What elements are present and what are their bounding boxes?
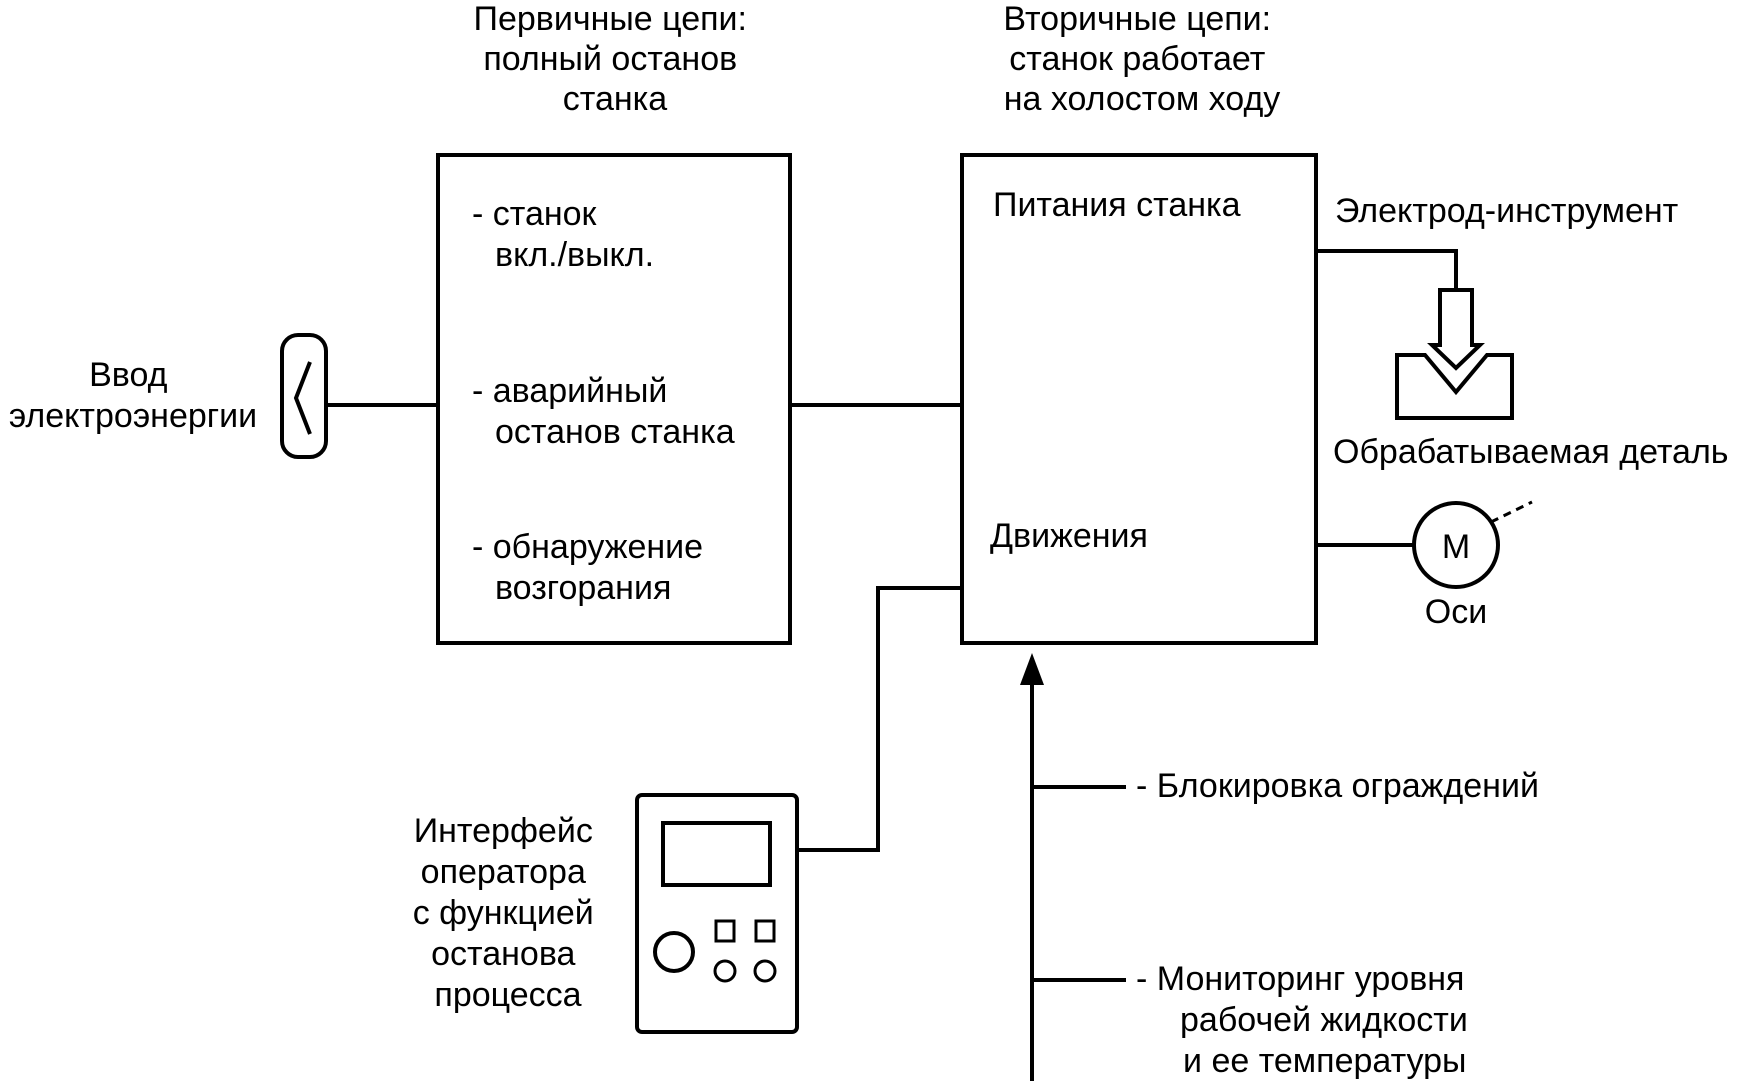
secondary-motion-label: Движения — [990, 517, 1148, 555]
primary-item-fire-detection: - обнаружение возгорания — [472, 528, 713, 607]
workpiece-icon — [1395, 353, 1514, 420]
operator-panel-button-icon — [714, 919, 736, 943]
operator-interface-label: Интерфейс оператора с функцией останова … — [413, 812, 604, 1014]
fluid-monitoring-label: - Мониторинг уровня рабочей жидкости и е… — [1136, 960, 1477, 1080]
power-input-label: Ввод электроэнергии — [9, 356, 257, 435]
operator-panel-lamp-icon — [713, 959, 737, 983]
secondary-circuits-box — [960, 153, 1318, 645]
motor-shaft-dashed-line — [1490, 500, 1533, 524]
operator-interface-line — [797, 586, 962, 852]
secondary-power-label: Питания станка — [993, 186, 1241, 224]
operator-panel-button-icon — [754, 919, 776, 943]
guard-interlock-label: - Блокировка ограждений — [1136, 767, 1539, 805]
primary-item-emergency-stop: - аварийный останов станка — [472, 372, 735, 451]
motor-icon — [1412, 501, 1500, 589]
motor-symbol: M — [1442, 528, 1470, 566]
electrode-feed-line — [1316, 249, 1458, 290]
operator-panel-lamp-icon — [753, 959, 777, 983]
operator-panel-icon — [635, 793, 799, 1034]
workpiece-label: Обрабатываемая деталь — [1333, 433, 1729, 471]
primary-circuits-header: Первичные цепи: полный останов станка — [474, 0, 757, 118]
axes-label: Оси — [1425, 593, 1487, 631]
operator-panel-knob-icon — [653, 931, 695, 973]
input-bus-arrow-icon — [1020, 653, 1044, 685]
electrode-label: Электрод-инструмент — [1335, 192, 1678, 230]
electrode-tool-icon — [1427, 288, 1485, 371]
secondary-circuits-header: Вторичные цепи: станок работает на холос… — [1003, 0, 1280, 118]
primary-circuits-box — [436, 153, 792, 645]
operator-panel-display-icon — [661, 821, 772, 887]
primary-item-machine-onoff: - станок вкл./выкл. — [472, 195, 654, 274]
power-connector-icon — [280, 333, 328, 459]
connector-chevron-icon — [293, 361, 312, 435]
